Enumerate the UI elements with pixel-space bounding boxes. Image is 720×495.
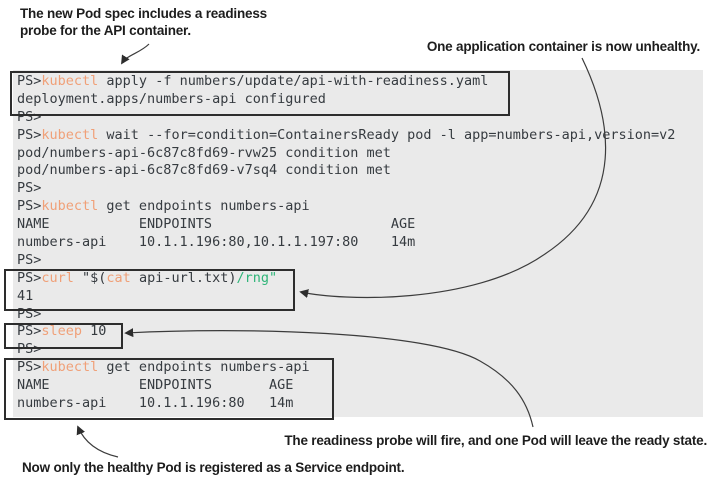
text-token: PS> [17,73,42,89]
text-token: PS> [17,126,42,143]
text-token: 41 [17,287,34,304]
text-token: PS> [17,359,42,376]
text-token: PS> [17,269,42,286]
text-token: wait --for=condition=ContainersReady pod… [98,126,676,143]
text-token: api-url.txt) [130,269,237,286]
highlight-box-sleep-command [4,323,123,349]
command-token: curl [41,269,74,286]
terminal-line: PS> [17,341,675,359]
annotation-probe-will-fire: The readiness probe will fire, and one P… [284,433,707,448]
arrow-healthy-endpoint [76,425,119,458]
text-token: PS> [17,341,42,358]
terminal-line: PS> [17,109,675,127]
command-token: kubectl [41,198,99,215]
annotation-healthy-endpoint: Now only the healthy Pod is registered a… [22,460,405,475]
terminal-line: PS>kubectl get endpoints numbers-api [17,198,675,216]
command-token: kubectl [41,73,99,89]
annotation-readiness-probe: The new Pod spec includes a readiness pr… [20,6,267,39]
text-token: 10 [82,323,107,340]
text-token: PS> [17,180,42,197]
arrow-readiness-probe [121,43,150,65]
command-token: cat [106,269,131,286]
text-token: numbers-api 10.1.1.196:80,10.1.1.197:80 … [17,234,416,251]
command-token: kubectl [41,126,99,143]
terminal-line: PS>sleep 10 [17,323,675,341]
text-token: NAME ENDPOINTS AGE [17,216,416,233]
terminal-line: PS>curl "$(cat api-url.txt)/rng" [17,270,675,288]
highlight-box-apply-command [10,71,510,116]
terminal-line: pod/numbers-api-6c87c8fd69-rvw25 conditi… [17,145,675,163]
text-token: PS> [17,251,42,268]
terminal-line: PS> [17,180,675,198]
text-token: PS> [17,198,42,215]
annotation-readiness-probe-line2: probe for the API container. [20,22,191,38]
text-token: PS> [17,323,42,340]
annotation-unhealthy-container: One application container is now unhealt… [426,39,700,54]
terminal-line: PS> [17,252,675,270]
text-token: pod/numbers-api-6c87c8fd69-v7sq4 conditi… [17,162,391,179]
text-token: "$( [73,269,107,286]
terminal-line: NAME ENDPOINTS AGE [17,216,675,234]
highlight-box-curl-command [4,269,295,311]
terminal-line: pod/numbers-api-6c87c8fd69-v7sq4 conditi… [17,162,675,180]
command-token: kubectl [41,359,99,376]
terminal-line: numbers-api 10.1.1.196:80,10.1.1.197:80 … [17,234,675,252]
text-token: get endpoints numbers-api [98,198,310,215]
highlight-box-endpoints-command [4,358,334,420]
annotation-readiness-probe-line1: The new Pod spec includes a readiness [20,6,267,21]
text-token: pod/numbers-api-6c87c8fd69-rvw25 conditi… [17,144,391,161]
command-token: sleep [41,323,83,340]
terminal-line: PS>kubectl wait --for=condition=Containe… [17,127,675,145]
terminal-line: 41 [17,288,675,306]
string-token: /rng" [236,269,278,286]
text-token: PS> [17,108,42,125]
